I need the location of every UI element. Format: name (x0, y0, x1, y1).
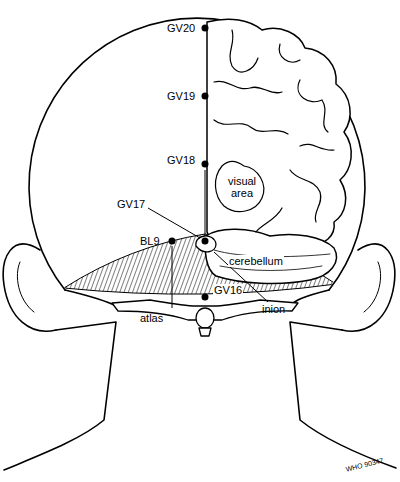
point-label: GV20 (167, 22, 195, 34)
leader-line (148, 208, 200, 238)
point-label: GV17 (116, 198, 146, 210)
region-label: visual area (224, 175, 260, 199)
part-label: inion (262, 303, 285, 315)
acupoint (202, 93, 209, 100)
ear (342, 244, 395, 331)
visual-area-outline (215, 162, 263, 212)
point-label: GV18 (167, 154, 195, 166)
neck-outline (290, 322, 396, 468)
vertebral-foramen (196, 308, 214, 328)
point-label: BL9 (140, 235, 160, 247)
cerebellum-outline (205, 229, 336, 283)
ear (3, 244, 56, 331)
leader-line (172, 246, 173, 308)
neck-outline (4, 322, 116, 470)
inion-bump (196, 236, 216, 252)
watermark: WHO 90347 (345, 457, 384, 474)
acupoint (169, 238, 176, 245)
acupoint (202, 161, 209, 168)
acupoint (202, 238, 209, 245)
part-label: atlas (140, 312, 163, 324)
point-label: GV19 (167, 90, 195, 102)
leader-line (205, 170, 206, 236)
acupoint (202, 294, 209, 301)
region-label: cerebellum (228, 255, 284, 267)
brain-hemisphere (207, 19, 351, 249)
point-label: GV16 (213, 284, 243, 296)
acupoint (202, 25, 209, 32)
